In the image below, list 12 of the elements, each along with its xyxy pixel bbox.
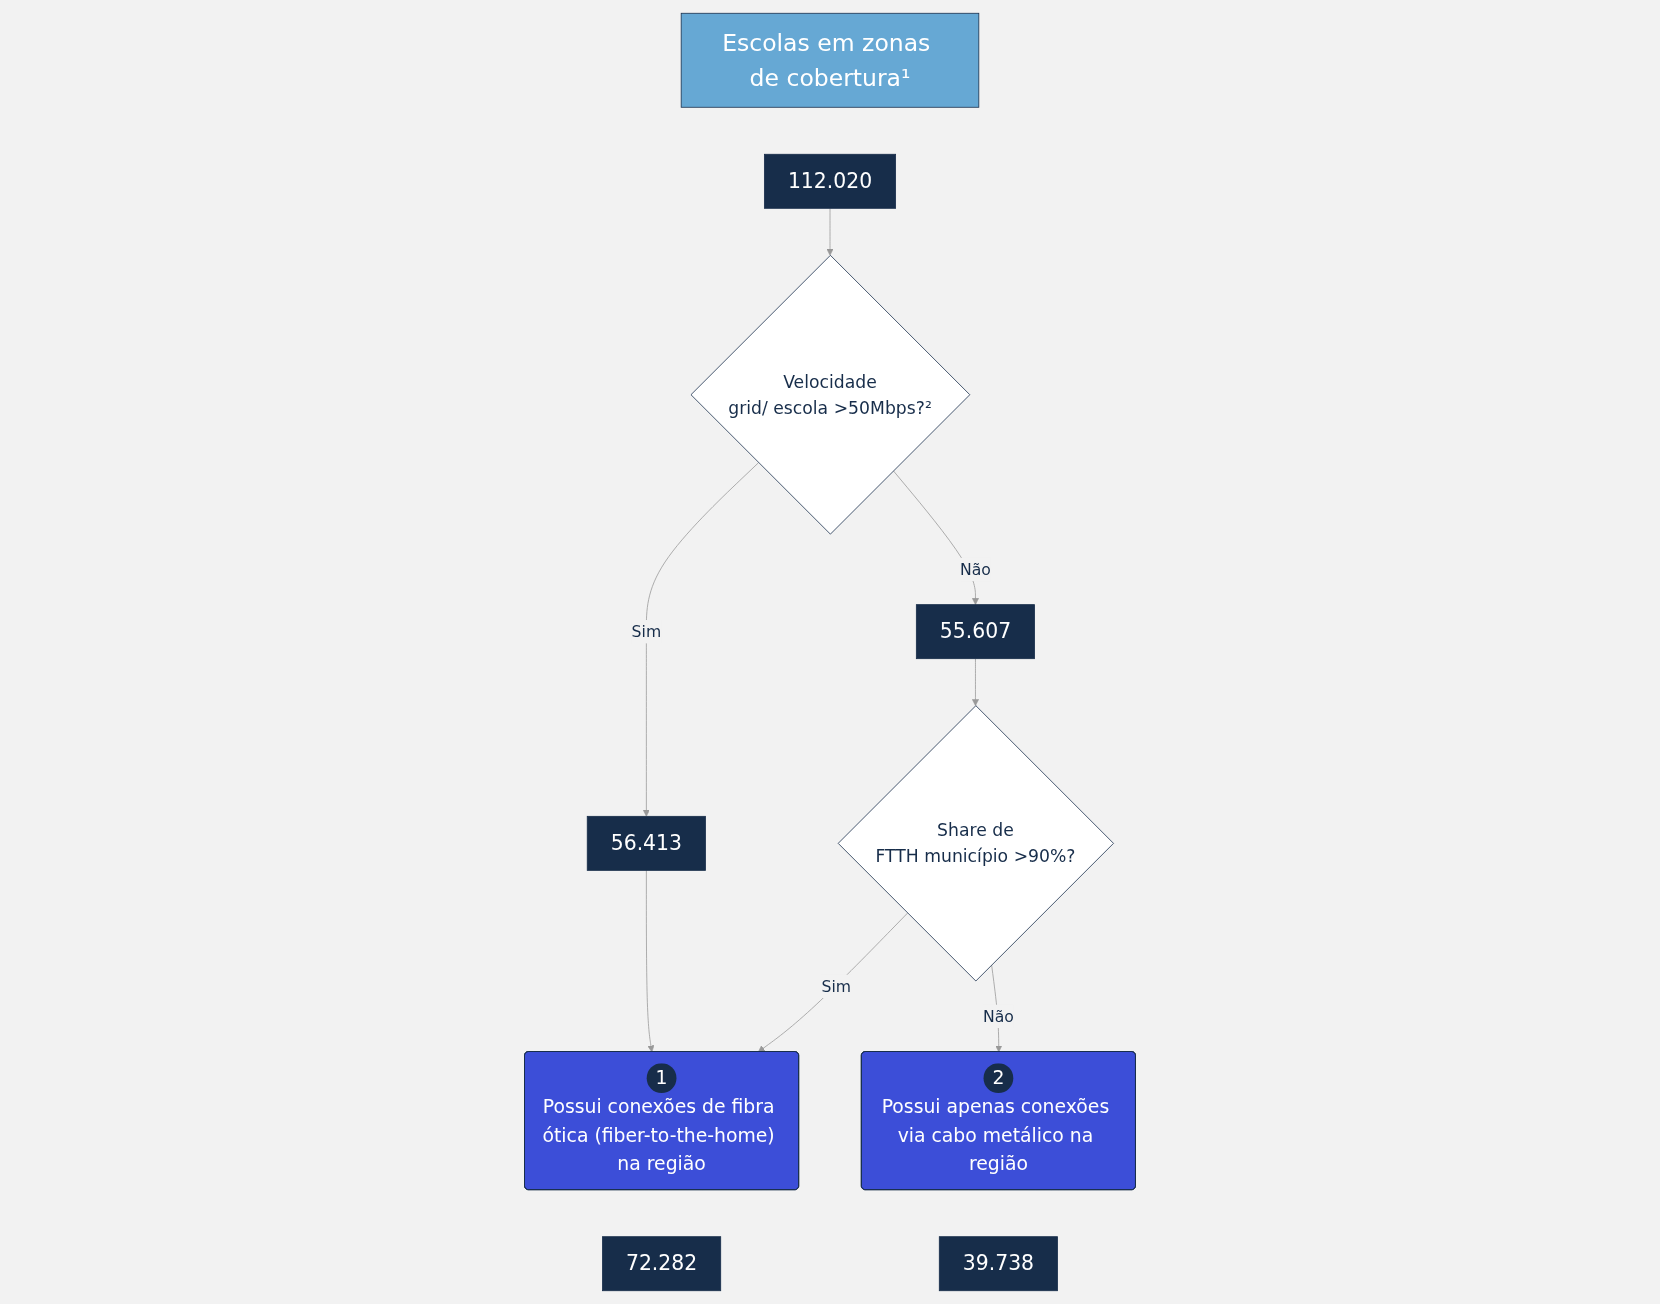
edge-label: Sim [631,622,662,642]
edge-label: Não [960,559,991,579]
node-box: 39.738 [938,1236,1058,1292]
node-box: 72.282 [602,1236,722,1292]
edge-label: Não [982,1006,1014,1026]
node-diamond: Velocidade grid/ escola >50Mbps?² [690,254,971,535]
edge-label: Sim [821,976,852,996]
node-box: 55.607 [915,604,1035,660]
node-box: 112.020 [764,153,896,209]
node-box: 56.413 [586,815,706,871]
node-box: Escolas em zonas de cobertura¹ [680,12,980,108]
node-diamond: Share de FTTH município >90%? [837,705,1114,982]
